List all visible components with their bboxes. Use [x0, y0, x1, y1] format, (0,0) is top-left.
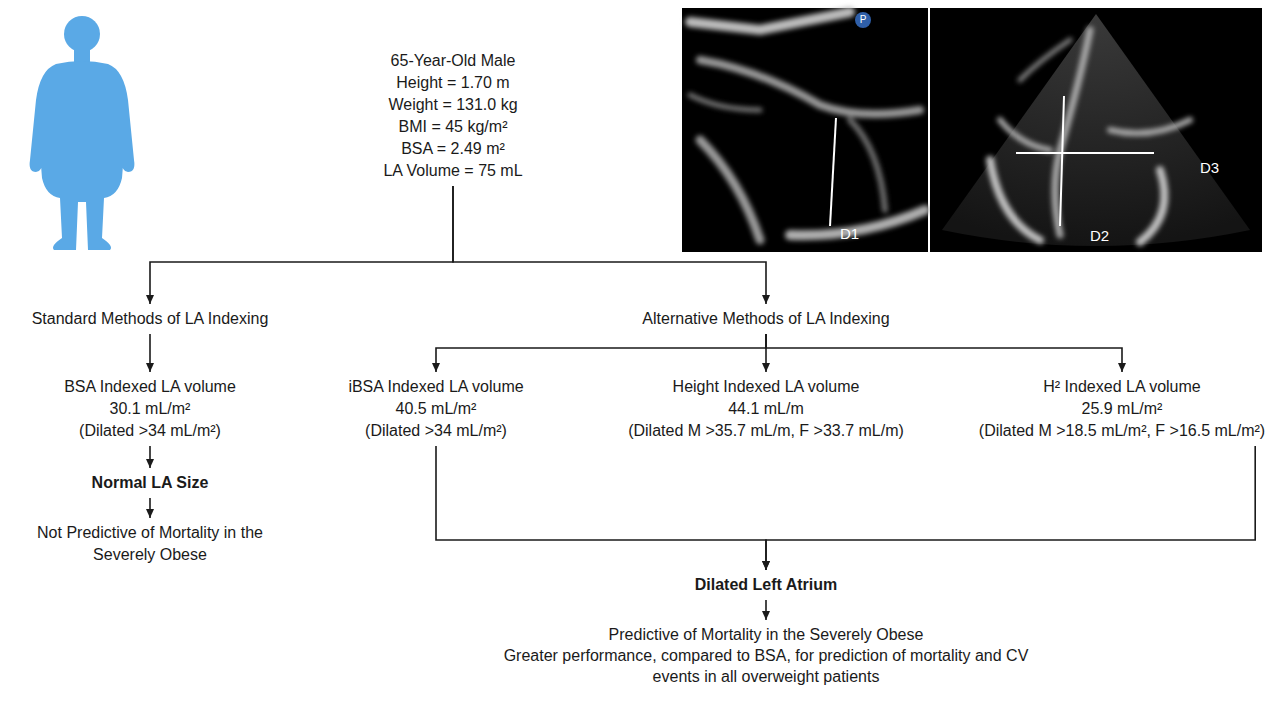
- finding: Normal LA Size: [92, 472, 209, 494]
- flow-arrow: [765, 600, 767, 620]
- node-subtext: 44.1 mL/m: [628, 398, 904, 420]
- node-subtext: 40.5 mL/m²: [348, 398, 523, 420]
- echo-apical-view: [930, 8, 1262, 252]
- node-text: Not Predictive of Mortality in the Sever…: [15, 522, 285, 566]
- node-subtext: (Dilated M >18.5 mL/m², F >16.5 mL/m²): [979, 420, 1265, 442]
- node-text: 65-Year-Old Male: [383, 50, 522, 72]
- dimension-label: D2: [1090, 228, 1109, 244]
- flow-arrow: [453, 186, 766, 304]
- method-heading: Alternative Methods of LA Indexing: [642, 308, 889, 330]
- index-result: iBSA Indexed LA volume40.5 mL/m²(Dilated…: [348, 376, 523, 442]
- index-result: BSA Indexed LA volume30.1 mL/m²(Dilated …: [64, 376, 236, 442]
- outcome-text: Predictive of Mortality in the Severely …: [486, 624, 1046, 687]
- node-subtext: BMI = 45 kg/m²: [383, 116, 522, 138]
- method-heading: Standard Methods of LA Indexing: [32, 308, 269, 330]
- node-subtext: 30.1 mL/m²: [64, 398, 236, 420]
- node-subtext: Height = 1.70 m: [383, 72, 522, 94]
- finding: Dilated Left Atrium: [695, 574, 838, 596]
- node-text: H² Indexed LA volume: [979, 376, 1265, 398]
- flow-arrow: [766, 446, 1255, 570]
- node-text: Alternative Methods of LA Indexing: [642, 308, 889, 330]
- dimension-label: D3: [1200, 160, 1219, 176]
- dimension-label: D1: [840, 226, 859, 242]
- node-subtext: (Dilated >34 mL/m²): [64, 420, 236, 442]
- flow-arrow: [149, 498, 151, 518]
- node-text: Predictive of Mortality in the Severely …: [486, 624, 1046, 645]
- outcome-text: Not Predictive of Mortality in the Sever…: [15, 522, 285, 566]
- flow-arrow: [436, 446, 766, 570]
- index-result: Height Indexed LA volume44.1 mL/m(Dilate…: [628, 376, 904, 442]
- node-text: Dilated Left Atrium: [695, 574, 838, 596]
- node-text: BSA Indexed LA volume: [64, 376, 236, 398]
- flow-arrow: [149, 334, 151, 372]
- node-text: Height Indexed LA volume: [628, 376, 904, 398]
- flow-arrow: [766, 334, 1122, 372]
- node-subtext: Weight = 131.0 kg: [383, 94, 522, 116]
- patient-silhouette: [30, 16, 135, 250]
- node-subtext: 25.9 mL/m²: [979, 398, 1265, 420]
- node-text: iBSA Indexed LA volume: [348, 376, 523, 398]
- node-subtext: (Dilated M >35.7 mL/m, F >33.7 mL/m): [628, 420, 904, 442]
- echo-parasternal-view: [682, 8, 928, 252]
- patient-info: 65-Year-Old MaleHeight = 1.70 mWeight = …: [383, 50, 522, 182]
- node-text: Standard Methods of LA Indexing: [32, 308, 269, 330]
- node-subtext: Greater performance, compared to BSA, fo…: [486, 645, 1046, 687]
- index-result: H² Indexed LA volume25.9 mL/m²(Dilated M…: [979, 376, 1265, 442]
- view-marker: P: [855, 14, 871, 26]
- node-subtext: BSA = 2.49 m²: [383, 138, 522, 160]
- flow-arrow: [436, 334, 766, 372]
- node-text: Normal LA Size: [92, 472, 209, 494]
- node-subtext: (Dilated >34 mL/m²): [348, 420, 523, 442]
- flow-arrow: [150, 186, 453, 304]
- node-subtext: LA Volume = 75 mL: [383, 160, 522, 182]
- flow-arrow: [149, 446, 151, 468]
